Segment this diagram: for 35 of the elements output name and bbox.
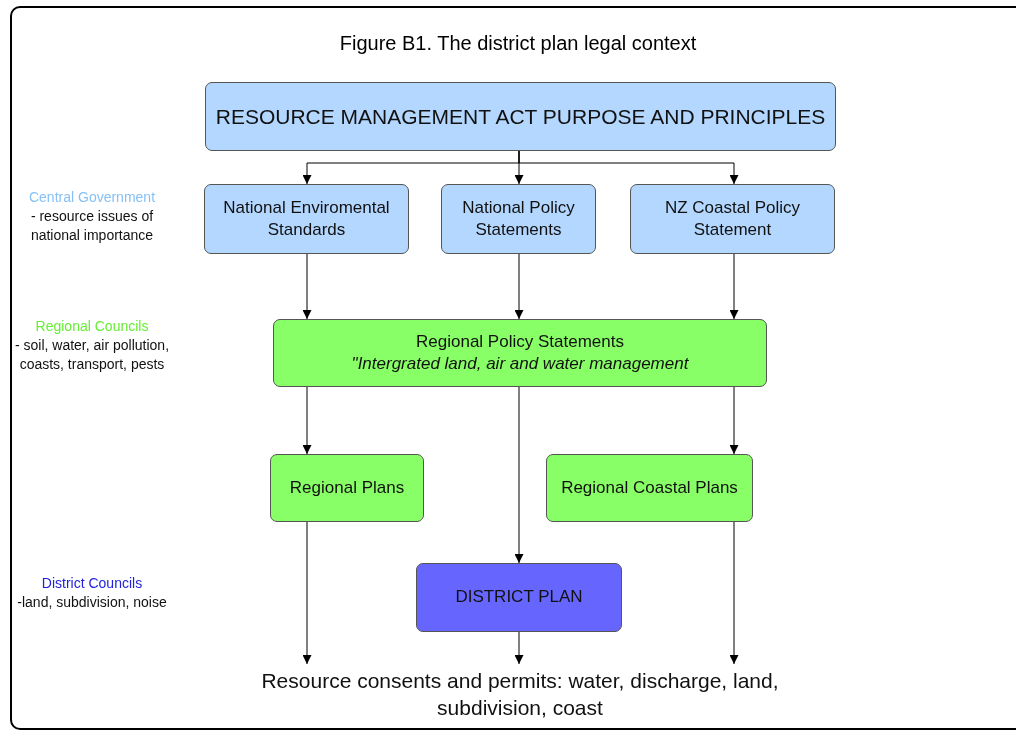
arrow (514, 631, 524, 665)
policy-statements-box (441, 184, 596, 254)
regional-plans-box (270, 454, 424, 522)
regional-policy-box (273, 319, 767, 387)
box-subtitle: "Intergrated land, air and water management (351, 353, 689, 375)
box-label: NZ Coastal Policy Statement (663, 196, 802, 241)
box-label: DISTRICT PLAN (455, 586, 583, 609)
tier-heading: Central Government (27, 188, 157, 207)
tier-note: -land, subdivision, noise (16, 593, 168, 612)
tier-heading: District Councils (40, 574, 144, 593)
arrow (302, 386, 312, 455)
arrow (514, 253, 524, 320)
arrow (518, 150, 739, 185)
tier-note: - soil, water, air pollution, coasts, transport, pests (13, 336, 171, 374)
tier-heading: Regional Councils (34, 317, 150, 336)
box-label: RESOURCE MANAGEMENT ACT PURPOSE AND PRINCIPLES (215, 103, 826, 130)
act-principles-box (205, 82, 836, 151)
outcome-text: Resource consents and permits: water, discharge, land, subdivision, coast (240, 666, 800, 722)
arrow (729, 253, 739, 320)
arrow (302, 521, 312, 665)
arrow (302, 253, 312, 320)
arrow (514, 386, 524, 564)
regional-coastal-plans-box (546, 454, 753, 522)
district-plan-box (416, 563, 622, 632)
standards-box (204, 184, 409, 254)
box-label: National Enviromental Standards (222, 196, 391, 241)
coastal-policy-box (630, 184, 835, 254)
box-label: Regional Policy Statements (416, 330, 624, 353)
box-label: National Policy Statements (461, 196, 576, 241)
figure-title: Figure B1. The district plan legal context (338, 32, 698, 55)
arrow (729, 521, 739, 665)
tier-note: - resource issues of national importance (29, 207, 155, 245)
box-label: Regional Coastal Plans (561, 476, 738, 499)
arrow (729, 386, 739, 455)
box-label: Regional Plans (289, 476, 405, 499)
